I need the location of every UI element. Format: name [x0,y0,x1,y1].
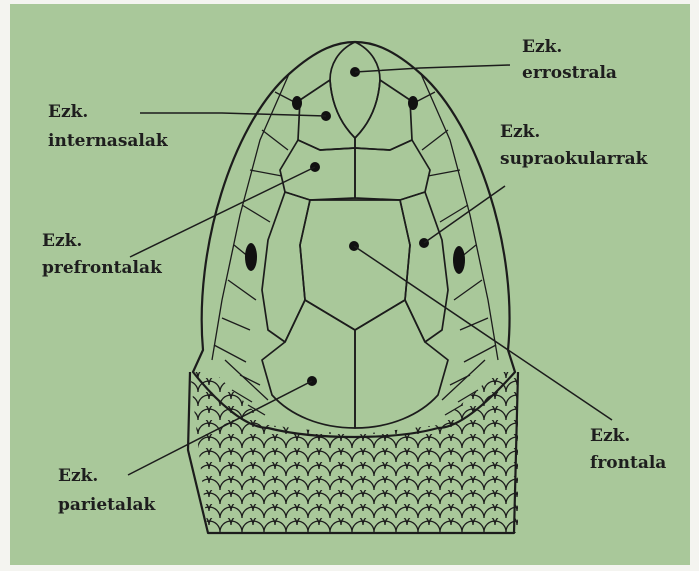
eye-right [453,246,465,274]
nostril-left [292,96,302,110]
eye-left [245,243,257,271]
nostril-right [408,96,418,110]
